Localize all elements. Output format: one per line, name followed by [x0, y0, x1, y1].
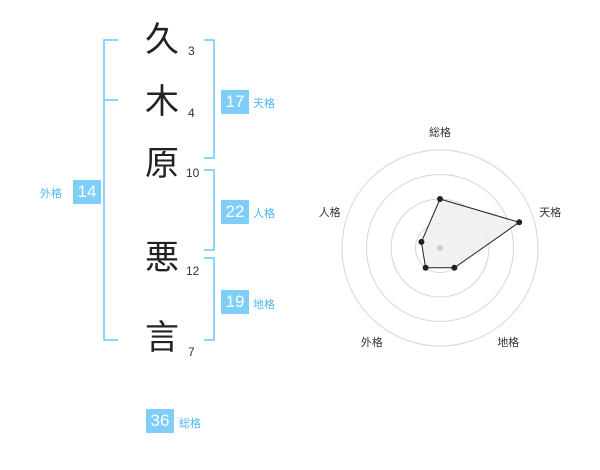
radar-point [516, 219, 523, 226]
tenkaku-bracket [204, 39, 215, 159]
stroke-count-1: 3 [188, 44, 195, 58]
radar-point [422, 264, 429, 271]
stroke-count-3: 10 [186, 166, 200, 180]
chikaku-label: 地格 [253, 298, 275, 311]
radar-polygon [420, 198, 521, 269]
chikaku-bracket [204, 257, 215, 341]
radar-axis-label: 天格 [539, 205, 561, 219]
name-char-2: 木 [145, 82, 179, 122]
radar-point [451, 264, 458, 271]
radar-ring [341, 149, 539, 347]
radar-axis-label: 人格 [319, 205, 341, 219]
jinkaku-value: 22 [221, 200, 249, 224]
name-char-3: 原 [145, 144, 179, 184]
name-char-5: 言 [145, 318, 179, 358]
name-char-1: 久 [145, 20, 179, 60]
gaikaku-value: 14 [73, 180, 101, 204]
chikaku-value: 19 [221, 290, 249, 314]
radar-center-dot [437, 245, 443, 251]
stroke-count-2: 4 [188, 106, 195, 120]
stroke-count-4: 12 [186, 264, 200, 278]
radar-point [418, 238, 425, 245]
tenkaku-label: 天格 [253, 97, 275, 110]
gaikaku-label: 外格 [40, 187, 62, 200]
stroke-count-5: 7 [188, 345, 195, 359]
radar-axis-label: 地格 [497, 335, 519, 349]
jinkaku-bracket [204, 169, 215, 251]
gaikaku-bracket [103, 39, 118, 341]
radar-axis-label: 外格 [361, 335, 383, 349]
soukaku-label: 総格 [179, 417, 201, 430]
tenkaku-value: 17 [221, 90, 249, 114]
jinkaku-label: 人格 [253, 207, 275, 220]
radar-ring [366, 174, 514, 322]
name-char-4: 悪 [145, 238, 179, 278]
soukaku-value: 36 [146, 409, 174, 433]
radar-axis-label: 総格 [429, 125, 451, 139]
radar-point [437, 196, 443, 202]
